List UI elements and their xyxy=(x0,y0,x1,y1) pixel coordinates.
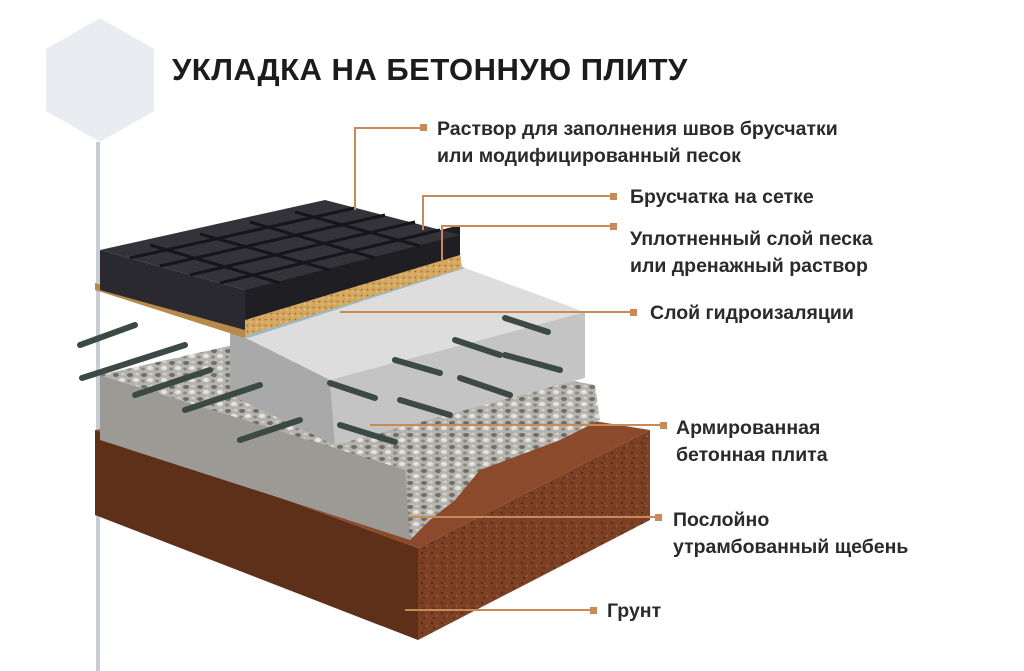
paver-joints xyxy=(129,206,441,285)
sand-layer-front xyxy=(245,252,462,336)
pavers-side xyxy=(100,250,245,330)
label-sand-layer-line1: Уплотненный слой песка xyxy=(630,228,873,250)
label-soil-line1: Грунт xyxy=(607,600,662,622)
label-joint-mortar-line2: или модифицированный песок xyxy=(437,145,741,167)
label-gravel-line1: Послойно xyxy=(673,509,770,531)
label-soil: Грунт xyxy=(607,598,661,625)
soil-layer-front xyxy=(418,430,650,640)
leader-lines xyxy=(340,127,660,611)
label-waterproofing: Слой гидроизаляции xyxy=(650,300,854,327)
label-pavers-mesh-line1: Брусчатка на сетке xyxy=(630,186,814,208)
label-pavers-mesh: Брусчатка на сетке xyxy=(630,184,814,211)
label-sand-layer-line2: или дренажный раствор xyxy=(630,255,868,277)
rebar-rods xyxy=(77,315,563,445)
label-gravel: Послойно утрамбованный щебень xyxy=(673,507,908,561)
label-slab: Армированная бетонная плита xyxy=(676,415,828,469)
gravel-layer-front xyxy=(405,385,600,540)
concrete-slab-top xyxy=(230,268,585,380)
label-slab-line1: Армированная xyxy=(676,417,821,439)
concrete-slab-side xyxy=(230,330,335,445)
gravel-layer-side xyxy=(100,375,410,540)
label-gravel-line2: утрамбованный щебень xyxy=(673,536,909,558)
leader-line-pavers-mesh xyxy=(422,195,610,230)
label-sand-layer: Уплотненный слой песка или дренажный рас… xyxy=(630,226,873,280)
vertical-pole-decoration xyxy=(96,142,100,671)
leader-line-sand-layer xyxy=(441,225,610,262)
label-slab-line2: бетонная плита xyxy=(676,444,828,466)
soil-layer-side xyxy=(95,430,418,640)
label-waterproofing-line1: Слой гидроизаляции xyxy=(650,302,854,324)
page-title: УКЛАДКА НА БЕТОННУЮ ПЛИТУ xyxy=(172,52,688,87)
hexagon-decoration xyxy=(46,18,154,142)
label-joint-mortar-line1: Раствор для заполнения швов брусчатки xyxy=(437,118,838,140)
leader-line-joint-mortar xyxy=(354,127,420,210)
label-joint-mortar: Раствор для заполнения швов брусчатки ил… xyxy=(437,116,838,170)
pavers-top xyxy=(100,200,460,290)
leader-dots xyxy=(420,124,667,614)
